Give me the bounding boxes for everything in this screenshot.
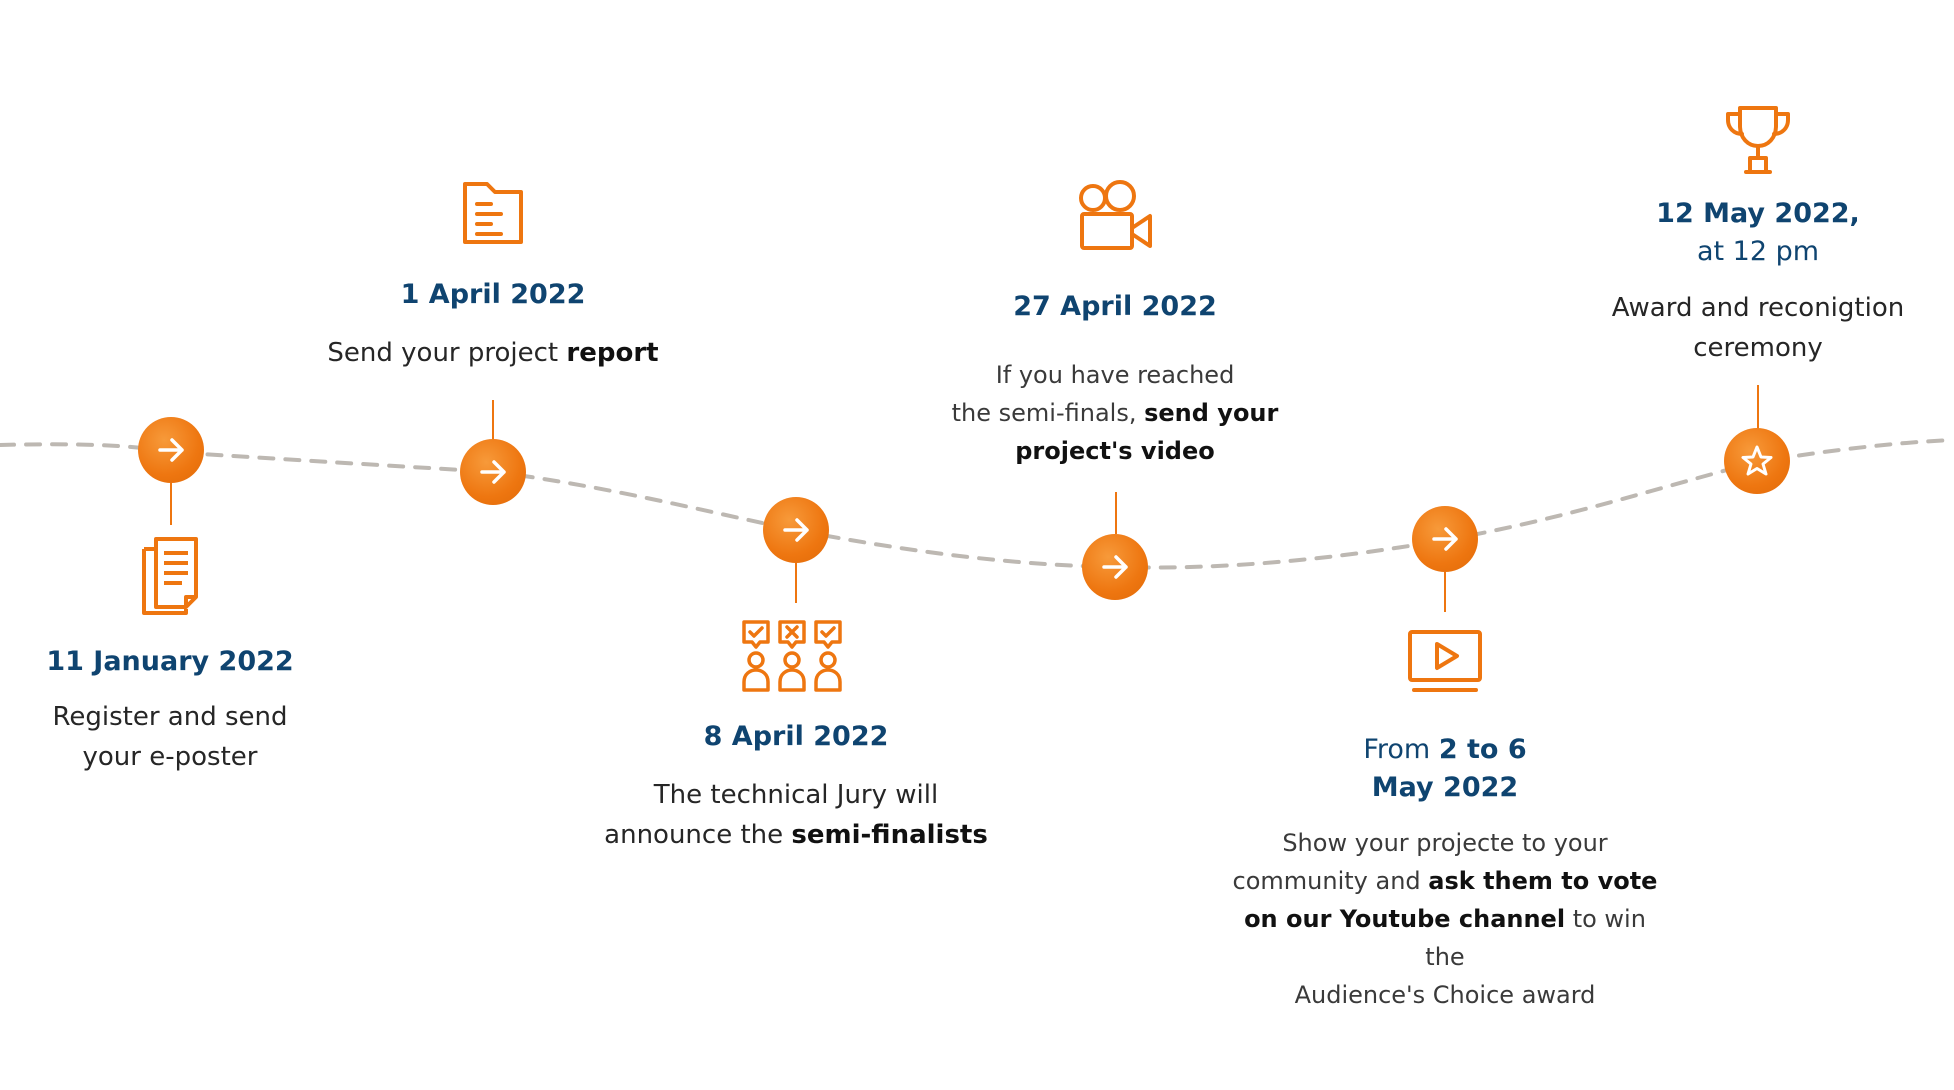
milestone-5-description: Show your projecte to your community and… — [1232, 829, 1658, 1009]
milestone-6-node[interactable] — [1724, 428, 1790, 494]
arrow-right-icon — [480, 460, 506, 484]
milestone-4-stem — [1115, 492, 1117, 534]
milestone-1-description: Register and send your e-poster — [52, 702, 288, 772]
arrow-right-icon — [158, 438, 184, 462]
milestone-3-stem — [795, 563, 797, 603]
milestone-5-stem — [1444, 572, 1446, 612]
milestone-6-date: 12 May 2022, at 12 pm — [1656, 198, 1860, 267]
milestone-2-node[interactable] — [460, 439, 526, 505]
trophy-icon — [1726, 106, 1790, 174]
milestone-5-node[interactable] — [1412, 506, 1478, 572]
milestone-2-stem — [492, 400, 494, 440]
milestone-6-stem — [1757, 385, 1759, 429]
milestone-4-node[interactable] — [1082, 534, 1148, 600]
milestone-1-node[interactable] — [138, 417, 204, 483]
milestone-1-date: 11 January 2022 — [46, 646, 294, 677]
star-icon — [1741, 445, 1773, 476]
arrow-right-icon — [783, 518, 809, 542]
milestone-1-stem — [170, 483, 172, 525]
milestone-2-date: 1 April 2022 — [400, 279, 586, 310]
milestone-6-description: Award and reconigtion ceremony — [1611, 293, 1905, 363]
documents-icon — [142, 537, 198, 615]
arrow-right-icon — [1102, 555, 1128, 579]
video-camera-icon — [1079, 180, 1152, 250]
youtube-screen-icon — [1408, 630, 1482, 692]
jury-vote-icon — [742, 620, 842, 692]
milestone-3-date: 8 April 2022 — [703, 721, 889, 752]
arrow-right-icon — [1432, 527, 1458, 551]
milestone-2-description: Send your project report — [327, 338, 659, 368]
milestone-4-description: If you have reached the semi-finals, sen… — [951, 361, 1279, 465]
milestone-5-date: From 2 to 6 May 2022 — [1363, 734, 1527, 803]
milestone-4-date: 27 April 2022 — [1013, 291, 1217, 322]
folder-report-icon — [463, 182, 523, 244]
milestone-3-node[interactable] — [763, 497, 829, 563]
milestone-3-description: The technical Jury will announce the sem… — [604, 780, 988, 850]
